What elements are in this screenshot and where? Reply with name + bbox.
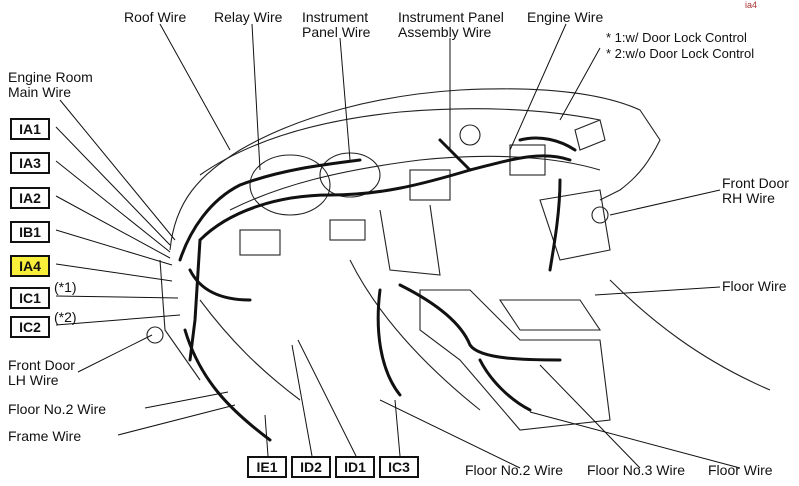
ic2-note: (*2) [54, 309, 77, 325]
wire-harness [178, 136, 577, 442]
floor-wire-right-label: Floor Wire [722, 278, 787, 294]
engine-room-main-wire-label-1: Engine Room [8, 69, 93, 85]
front-door-rh-wire-label-2: RH Wire [722, 190, 775, 206]
connector-ic1: IC1 [10, 287, 50, 309]
ic1-note: (*1) [54, 279, 77, 295]
frame-wire-label: Frame Wire [8, 428, 82, 444]
connector-ia1: IA1 [10, 118, 50, 140]
connector-ic2: IC2 [10, 316, 50, 338]
floor-no2-wire-bottom-label: Floor No.2 Wire [465, 462, 564, 478]
relay-wire-label: Relay Wire [214, 9, 283, 25]
floor-no3-wire-bottom-label: Floor No.3 Wire [587, 462, 686, 478]
connector-ic3: IC3 [379, 456, 419, 478]
instrument-panel-assembly-wire-label-2: Assembly Wire [398, 24, 492, 40]
connector-ia2: IA2 [10, 187, 50, 209]
floor-no2-wire-left-label: Floor No.2 Wire [8, 401, 107, 417]
floor-wire-bottom-label: Floor Wire [708, 462, 773, 478]
instrument-panel-assembly-wire-label-1: Instrument Panel [398, 9, 504, 25]
dashboard-outline [146, 88, 771, 431]
engine-wire-label: Engine Wire [527, 9, 604, 25]
connector-ie1: IE1 [247, 456, 287, 478]
instrument-panel-wire-label-1: Instrument [302, 9, 369, 25]
roof-wire-label: Roof Wire [124, 9, 187, 25]
connector-ia3: IA3 [10, 152, 50, 174]
corner-mark: ia4 [745, 0, 758, 10]
connector-id1: ID1 [335, 456, 375, 478]
instrument-panel-wire-label-2: Panel Wire [302, 24, 371, 40]
note-door-lock-control-1: * 1:w/ Door Lock Control [606, 30, 747, 45]
note-door-lock-control-2: * 2:w/o Door Lock Control [606, 46, 755, 61]
connector-id2: ID2 [291, 456, 331, 478]
front-door-lh-wire-label-2: LH Wire [8, 372, 59, 388]
leader-lines [55, 23, 741, 469]
connector-ia4: IA4 [10, 255, 50, 277]
connector-ib1: IB1 [10, 221, 50, 243]
engine-room-main-wire-label-2: Main Wire [8, 84, 72, 100]
front-door-lh-wire-label-1: Front Door [8, 357, 75, 373]
front-door-rh-wire-label-1: Front Door [722, 175, 789, 191]
